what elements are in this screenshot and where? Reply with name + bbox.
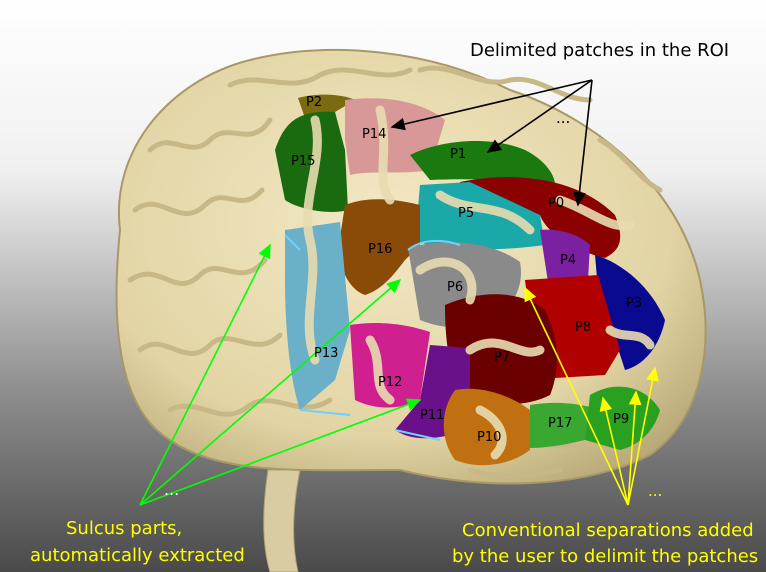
annotation-delimited-patches: Delimited patches in the ROI [470, 40, 729, 61]
patch-label: P10 [477, 430, 501, 445]
patch-label: P4 [560, 253, 576, 268]
annotation-delimited-patches-ellipsis: ... [556, 109, 570, 127]
patch-label: P13 [314, 346, 338, 361]
patch-label: P15 [291, 154, 315, 169]
patch-label: P17 [548, 416, 572, 431]
patch-label: P6 [447, 280, 463, 295]
patch-label: P11 [420, 408, 444, 423]
patch-label: P0 [548, 196, 564, 211]
patch-label: P1 [450, 147, 466, 162]
patch-label: P9 [613, 412, 629, 427]
annotation-sulcus-line1: Sulcus parts, [66, 518, 182, 539]
patch-label: P14 [362, 127, 386, 142]
annotation-separations-line1: Conventional separations added [462, 520, 754, 541]
patch-label: P16 [368, 242, 392, 257]
patch-label: P12 [378, 375, 402, 390]
annotation-sulcus-ellipsis: ... [164, 480, 179, 499]
patch-label: P5 [458, 206, 474, 221]
patch-label: P8 [575, 320, 591, 335]
annotation-sulcus-line2: automatically extracted [30, 545, 245, 566]
annotation-separations-ellipsis: ... [648, 482, 662, 500]
patch-label: P3 [626, 296, 642, 311]
patch-label: P2 [306, 95, 322, 110]
annotation-separations-line2: by the user to delimit the patches [452, 546, 758, 567]
patch-label: P7 [494, 350, 510, 365]
